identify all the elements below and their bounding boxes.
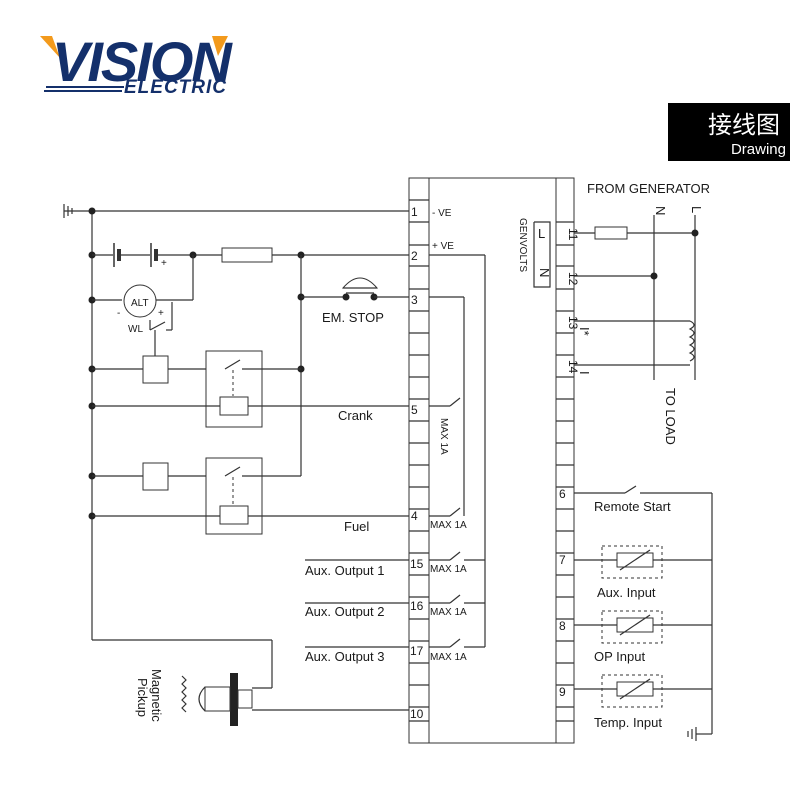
crank-label: Crank [338,408,373,423]
fuse-icon [221,247,273,263]
terminal-strip-right: 11 12 13 14 6 7 8 9 [555,177,580,744]
badge-title: 接线图 [708,112,780,139]
terminal-7-label: 7 [559,553,566,567]
max-1a-aux2: MAX 1A [430,607,467,618]
alternator-icon: ALT - + WL [117,284,164,335]
ground-icon-right [687,727,712,741]
max-1a-aux1: MAX 1A [430,564,467,575]
terminal-strip-left: 1 2 3 5 4 15 16 17 10 - VE + VE [408,177,557,744]
crank-relay [205,350,301,428]
terminal-13-label: 13 [566,316,580,330]
remote-start-label: Remote Start [594,499,671,514]
ct-coil-icon [688,320,695,362]
terminal-11-label: 11 [566,228,580,241]
terminal-6-label: 6 [559,487,566,501]
terminal-5-label: 5 [411,403,418,417]
gen-n-label: N [537,268,552,277]
terminal-14-label: 14 [566,360,580,374]
i-label: I [577,371,592,375]
terminal-15-label: 15 [410,557,424,571]
terminal-1-label: 1 [411,205,418,219]
pickup-label: Pickup [135,678,150,717]
terminal-17-label: 17 [410,644,424,658]
terminal-2-label: 2 [411,249,418,263]
alt-label: ALT [131,298,149,309]
gen-label: GEN [517,218,528,240]
fuel-label: Fuel [344,519,369,534]
l-label: L [689,206,704,213]
terminal-3-label: 3 [411,293,418,307]
terminal-1-note: - VE [432,208,452,219]
op-input-label: OP Input [594,649,645,664]
magnetic-label: Magnetic [149,669,164,722]
aux-output-3-label: Aux. Output 3 [305,649,385,664]
drawing-badge: 接线图 Drawing [668,103,790,161]
emergency-stop-icon [341,277,379,301]
fuel-relay [205,457,301,535]
battery-plus: + [161,258,167,269]
em-stop-label: EM. STOP [322,310,384,325]
input-wiring: Remote Start Aux. Input OP Input Temp. I… [574,485,713,741]
max-1a-crank: MAX 1A [438,418,449,455]
i-star-label: I* [577,327,592,336]
wl-label: WL [128,324,143,335]
terminal-9-label: 9 [559,685,566,699]
internal-contacts: MAX 1A MAX 1A MAX 1A MAX 1A MAX 1A [429,254,486,663]
gen-fuse-icon [594,226,628,240]
aux-output-2-label: Aux. Output 2 [305,604,385,619]
terminal-4-label: 4 [411,509,418,523]
gen-l-label: L [538,226,545,241]
terminal-12-label: 12 [566,272,580,286]
terminal-10-label: 10 [410,707,424,721]
max-1a-fuel: MAX 1A [430,520,467,531]
generator-wiring: FROM GENERATOR N L GEN VOLTS L N I* I TO… [517,181,710,445]
logo-accent-left [40,36,60,58]
max-1a-aux3: MAX 1A [430,652,467,663]
relay-coil-1 [142,355,169,384]
magnetic-pickup-icon [181,673,253,726]
left-wiring: + ALT - + WL [63,204,409,726]
to-load-label: TO LOAD [663,388,678,445]
logo-accent-right [212,36,228,56]
terminal-2-note: + VE [432,241,454,252]
ground-icon [63,204,92,218]
temp-input-label: Temp. Input [594,715,662,730]
volts-label: VOLTS [517,240,528,272]
aux-output-1-label: Aux. Output 1 [305,563,385,578]
terminal-8-label: 8 [559,619,566,633]
relay-coil-2 [142,462,169,491]
vision-electric-logo: VISION ELECTRIC [40,30,235,98]
badge-subtitle: Drawing [731,141,786,158]
terminal-16-label: 16 [410,599,424,613]
svg-text:+: + [158,308,164,319]
logo-subtext: ELECTRIC [124,77,227,98]
battery-icon: + [113,243,167,269]
svg-text:-: - [117,308,120,319]
logo-text: VISION [52,30,233,93]
from-generator-label: FROM GENERATOR [587,181,710,196]
n-label: N [653,206,668,215]
aux-input-label: Aux. Input [597,585,656,600]
